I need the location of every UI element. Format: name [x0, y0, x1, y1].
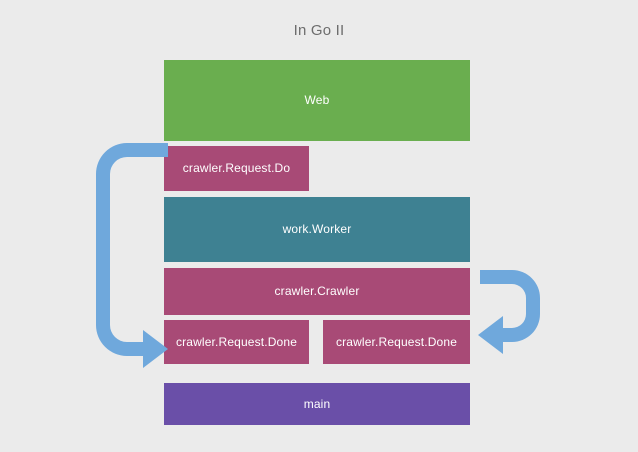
box-crawler-request-done-left[interactable]: crawler.Request.Done [164, 320, 309, 364]
box-web-label: Web [304, 93, 330, 108]
box-crawler-request-do-label: crawler.Request.Do [182, 161, 291, 176]
box-crawler-request-done-left-label: crawler.Request.Done [175, 334, 298, 349]
box-crawler-request-do[interactable]: crawler.Request.Do [164, 146, 309, 191]
box-crawler-crawler[interactable]: crawler.Crawler [164, 268, 470, 315]
box-crawler-request-done-right[interactable]: crawler.Request.Done [323, 320, 470, 364]
box-crawler-crawler-label: crawler.Crawler [274, 284, 360, 299]
box-crawler-request-done-right-label: crawler.Request.Done [335, 334, 458, 349]
box-main[interactable]: main [164, 383, 470, 425]
box-work-worker[interactable]: work.Worker [164, 197, 470, 262]
page-title: In Go II [293, 22, 345, 39]
left-feedback-arrow [96, 143, 168, 368]
box-main-label: main [303, 396, 331, 411]
box-web[interactable]: Web [164, 60, 470, 141]
right-feedback-arrow [478, 270, 540, 354]
box-work-worker-label: work.Worker [282, 222, 352, 237]
